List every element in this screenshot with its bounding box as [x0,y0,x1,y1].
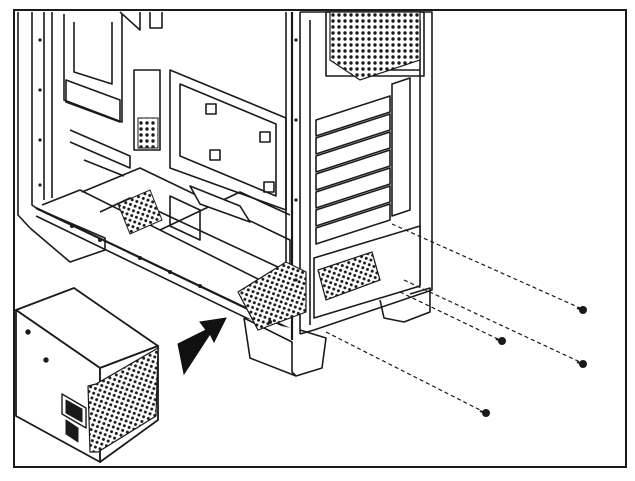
screw-icon [479,409,490,417]
rail-holes [38,38,298,324]
guide-line-4 [325,331,485,413]
side-vent [137,117,159,149]
rear-fan-grill [329,11,421,81]
screw-guide-lines [325,223,581,413]
guide-line-1 [391,223,581,309]
guide-line-3 [403,279,581,363]
power-supply-unit [15,287,159,463]
screw-icon [576,306,587,314]
pci-slot-covers [315,77,411,245]
case-foot-right [379,287,431,323]
screw-icon [576,360,587,368]
screw-icon [495,337,506,345]
bottom-vent-left [237,261,307,331]
screws [479,306,587,417]
bottom-vent-right [317,251,381,301]
psu-fan-grill [87,347,159,453]
case-left-edge [17,12,31,229]
floor-vent [117,189,163,235]
insert-arrow-icon [177,317,227,376]
guide-line-2 [399,291,501,341]
case-honeycomb-vents [117,11,421,331]
psu-power-switch-icon [65,419,79,443]
